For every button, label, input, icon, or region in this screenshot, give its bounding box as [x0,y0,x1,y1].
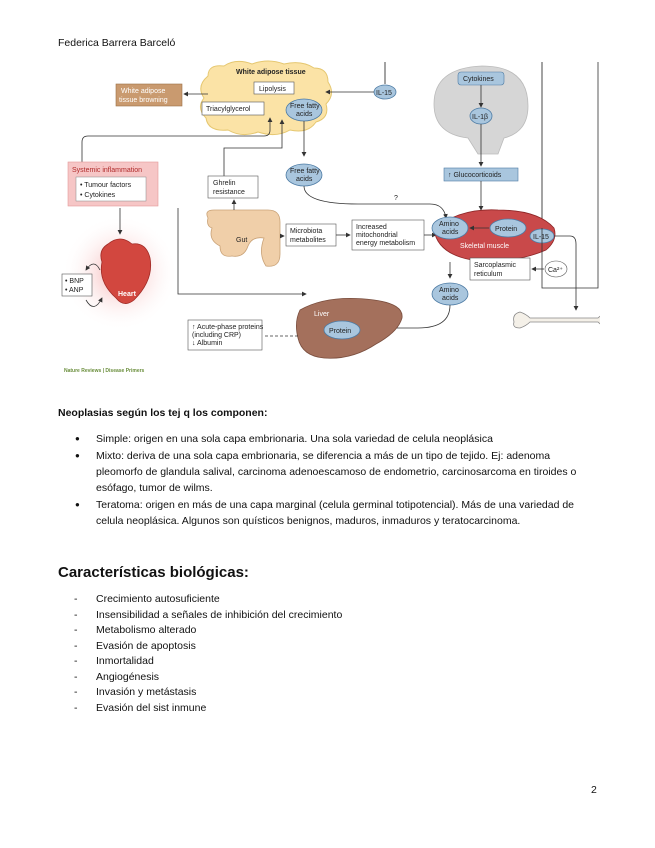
amino-acids-muscle-oval [431,216,469,240]
triacylglycerol-box [201,101,265,116]
neoplasia-item-mixto: Mixto: deriva de una sola capa embrionar… [58,448,598,496]
label-acute-1: ↑ Acute-phase proteins [192,324,264,331]
label-il15-right: IL-15 [533,234,549,241]
bnp-anp-box [61,273,93,297]
sarcoplasmic-box [469,257,531,281]
caracteristica-item: Evasión del sist inmune [58,701,342,717]
caracteristica-item: Evasión de apoptosis [58,639,342,655]
browning-box [115,83,183,107]
neoplasia-item-teratoma: Teratoma: origen en más de una capa marg… [58,497,598,529]
label-sarcoplasmic-2: reticulum [474,271,503,278]
caracteristica-item: Inmortalidad [58,654,342,670]
caracteristica-item: Crecimiento autosuficiente [58,592,342,608]
label-systemic-inflammation: Systemic inflammation [72,167,142,174]
label-protein-liver: Protein [329,328,351,335]
label-glucocorticoids: ↑ Glucocorticoids [448,172,502,179]
label-ghrelin-1: Ghrelin [213,180,236,187]
caracteristica-item: Metabolismo alterado [58,623,342,639]
label-gut: Gut [236,237,247,244]
label-browning-1: White adipose [121,88,165,95]
label-amino-2a: Amino [439,287,459,294]
label-bnp: • BNP [65,278,84,285]
label-increased-2: mitochondrial [356,232,398,239]
caracteristicas-title: Características biológicas: [58,564,249,581]
calcium-oval [544,260,568,278]
protein-muscle-oval [489,218,527,238]
label-amino-1b: acids [442,229,459,236]
author-name: Federica Barrera Barceló [58,37,176,49]
label-amino-1a: Amino [439,221,459,228]
label-cytokines-brain: Cytokines [463,76,494,83]
cachexia-diagram: White adipose tissue Lipolysis Triacylgl… [58,58,600,378]
label-increased-3: energy metabolism [356,240,415,247]
label-microbiota-2: metabolites [290,237,326,244]
label-liver: Liver [314,311,330,318]
diagram-source: Nature Reviews | Disease Primers [64,368,145,374]
label-white-adipose-tissue: White adipose tissue [236,69,306,76]
label-acute-2: (including CRP) [192,332,241,339]
label-ffa-mid-a: Free fatty [290,168,320,175]
caracteristica-item: Insensibilidad a señales de inhibición d… [58,608,342,624]
label-triacylglycerol: Triacylglycerol [206,106,251,113]
label-ghrelin-2: resistance [213,189,245,196]
label-heart: Heart [118,291,137,298]
label-tumour-factors: • Tumour factors [80,182,132,189]
neoplasia-item-simple: Simple: origen en una sola capa embriona… [58,431,598,447]
label-ffa-top-b: acids [296,111,313,118]
acute-phase-box [187,319,263,351]
caracteristica-item: Invasión y metástasis [58,685,342,701]
label-protein-muscle: Protein [495,226,517,233]
inflammation-items-box [75,176,147,202]
label-il1b: IL-1β [472,114,488,121]
label-acute-3: ↓ Albumin [192,340,222,347]
label-sarcoplasmic-1: Sarcoplasmic [474,262,517,269]
label-microbiota-1: Microbiota [290,228,322,235]
heart-shape [100,238,152,304]
label-anp: • ANP [65,287,84,294]
label-cytokines-inflam: • Cytokines [80,192,116,199]
gut-shape [206,209,281,267]
protein-liver-oval [323,320,361,340]
neoplasias-title: Neoplasias según los tej q los componen: [58,407,268,419]
label-lipolysis: Lipolysis [259,86,286,93]
label-ffa-mid-b: acids [296,176,313,183]
label-browning-2: tissue browning [119,97,168,104]
label-skeletal-muscle: Skeletal muscle [460,243,509,250]
page-number: 2 [591,784,597,796]
ghrelin-box [207,175,259,199]
lipolysis-box [253,81,295,95]
bone-shape [513,311,600,329]
neoplasias-list: Simple: origen en una sola capa embriona… [58,431,598,530]
caracteristicas-list: Crecimiento autosuficiente Insensibilida… [58,592,342,716]
label-question: ? [394,195,398,202]
label-increased-1: Increased [356,224,387,231]
diagram-svg: White adipose tissue Lipolysis Triacylgl… [61,60,600,374]
label-amino-2b: acids [442,295,459,302]
label-ca: Ca²⁺ [548,267,563,274]
caracteristica-item: Angiogénesis [58,670,342,686]
label-il15-top: IL-15 [376,90,392,97]
label-ffa-top-a: Free fatty [290,103,320,110]
